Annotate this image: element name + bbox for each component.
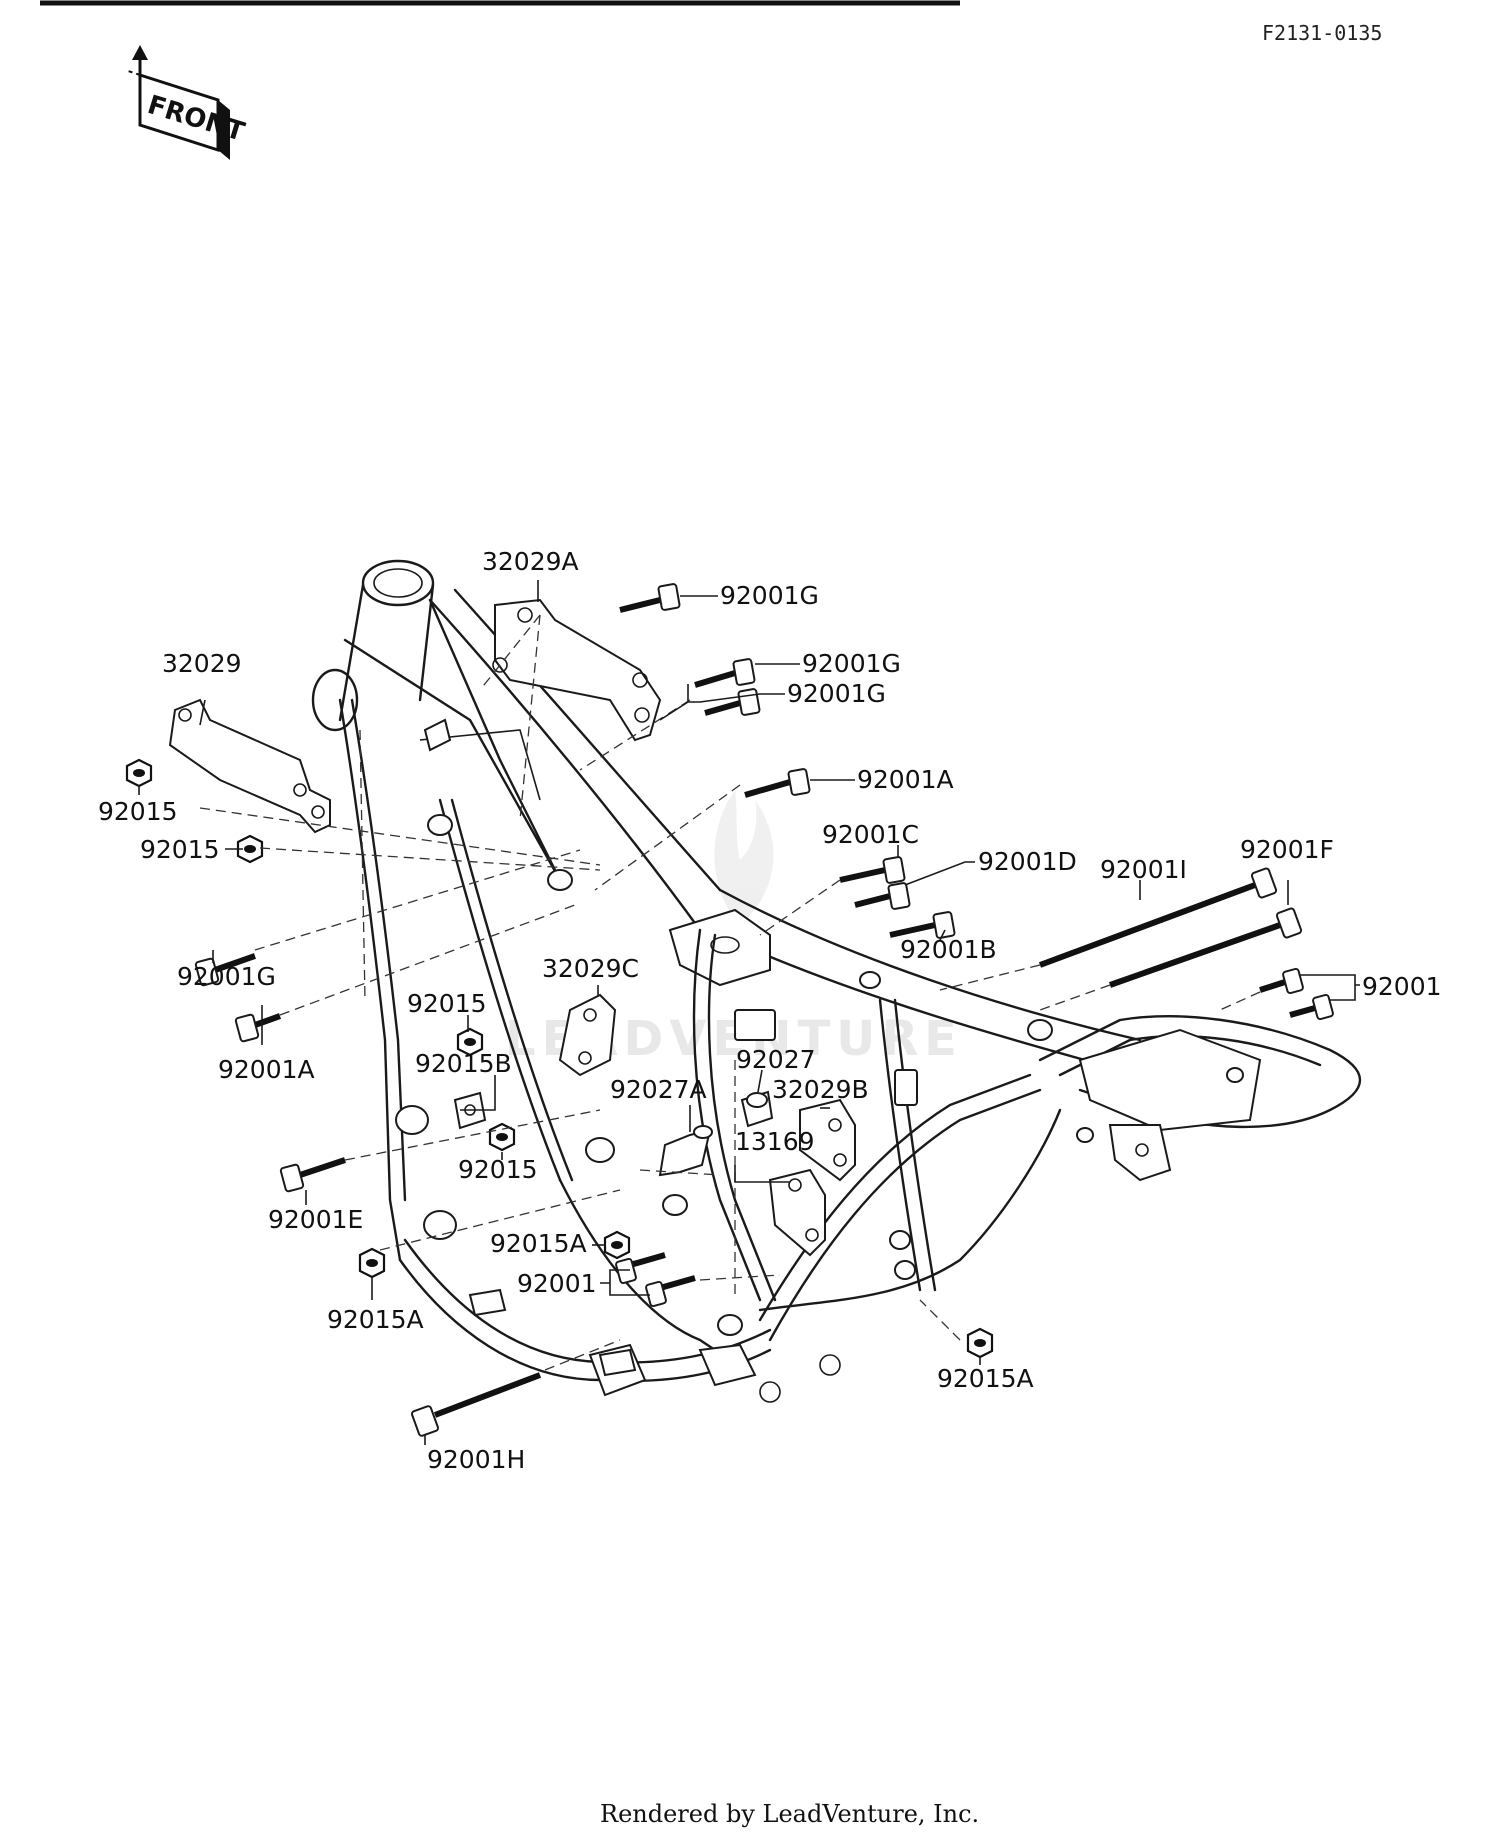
callout-92001g-4: 92001G [177,962,276,991]
nut-92015a-left [358,1247,386,1279]
bolt-92001c [839,856,906,884]
callout-92015-4: 92015 [458,1155,538,1184]
bolt-92001a-top [744,768,811,798]
callout-92001-bottom: 92001 [517,1269,597,1298]
bolt-92001f [1109,907,1303,988]
callout-92015a-1: 92015A [490,1229,587,1258]
callout-92001f: 92001F [1240,835,1334,864]
bracket-32029c [558,993,617,1077]
callout-92027: 92027 [736,1045,816,1074]
bolt-92001-right2 [1289,993,1334,1021]
parts [125,583,1334,1437]
spacer-92027a [658,1128,712,1177]
bolt-92001-bottom2 [645,1275,696,1308]
nut-92015a-mid [603,1230,631,1260]
callout-32029b: 32029B [772,1075,869,1104]
callout-92001a-1: 92001A [857,765,954,794]
callout-92001g-3: 92001G [787,679,886,708]
bracket-32029a [494,598,662,742]
callout-92001g-2: 92001G [802,649,901,678]
callout-92015-3: 92015 [407,989,487,1018]
bolt-92001g-left [194,953,256,987]
callout-92001d: 92001D [978,847,1077,876]
callout-92001c: 92001C [822,820,919,849]
callout-92001h: 92001H [427,1445,525,1474]
callout-92015a-3: 92015A [937,1364,1034,1393]
nut-92015-a [125,758,153,788]
nut-92015-b [236,834,264,864]
bolt-92001b [889,911,956,939]
footer-credit: Rendered by LeadVenture, Inc. [600,1800,979,1828]
callout-92001a-2: 92001A [218,1055,315,1084]
bolt-92001i [1038,867,1278,968]
leader-lines [138,580,1360,1445]
bracket-13169 [768,1168,826,1257]
bracket-32029 [168,698,331,834]
nut-92015-c [456,1027,484,1057]
callout-92015-2: 92015 [140,835,220,864]
callout-92015-1: 92015 [98,797,178,826]
bolt-92001g-mid1 [694,658,756,688]
frame-drawing [311,559,1361,1403]
bolt-92001-bottom1 [615,1252,666,1285]
callout-92001g-1: 92001G [720,581,819,610]
callout-32029: 32029 [162,649,242,678]
bolt-92001-right1 [1259,967,1304,995]
bolt-92001h [411,1372,542,1437]
callout-92001-right: 92001 [1362,972,1442,1001]
callout-92015a-2: 92015A [327,1305,424,1334]
callout-32029c: 32029C [542,954,639,983]
bolt-92001g-top [619,583,681,613]
nut-92015a-right [966,1327,994,1359]
callout-13169: 13169 [735,1127,815,1156]
callout-92001b: 92001B [900,935,997,964]
callout-92027a: 92027A [610,1075,707,1104]
callout-92015b: 92015B [415,1049,512,1078]
callout-92001i: 92001I [1100,855,1187,884]
callouts: 32029A 92001G 92001G 92001G 32029 92015 … [98,547,1442,1474]
diagram-code: F2131-0135 [1262,21,1382,45]
bolt-92001d [854,882,911,910]
bolt-92001a-left [234,1013,282,1043]
callout-92001e: 92001E [268,1205,363,1234]
bracket-32029b [799,1098,856,1182]
front-arrow-icon: FRONT [124,45,248,160]
callout-32029a: 32029A [482,547,579,576]
bolt-92001g-mid2 [704,688,761,716]
bolt-92001e [279,1157,346,1193]
